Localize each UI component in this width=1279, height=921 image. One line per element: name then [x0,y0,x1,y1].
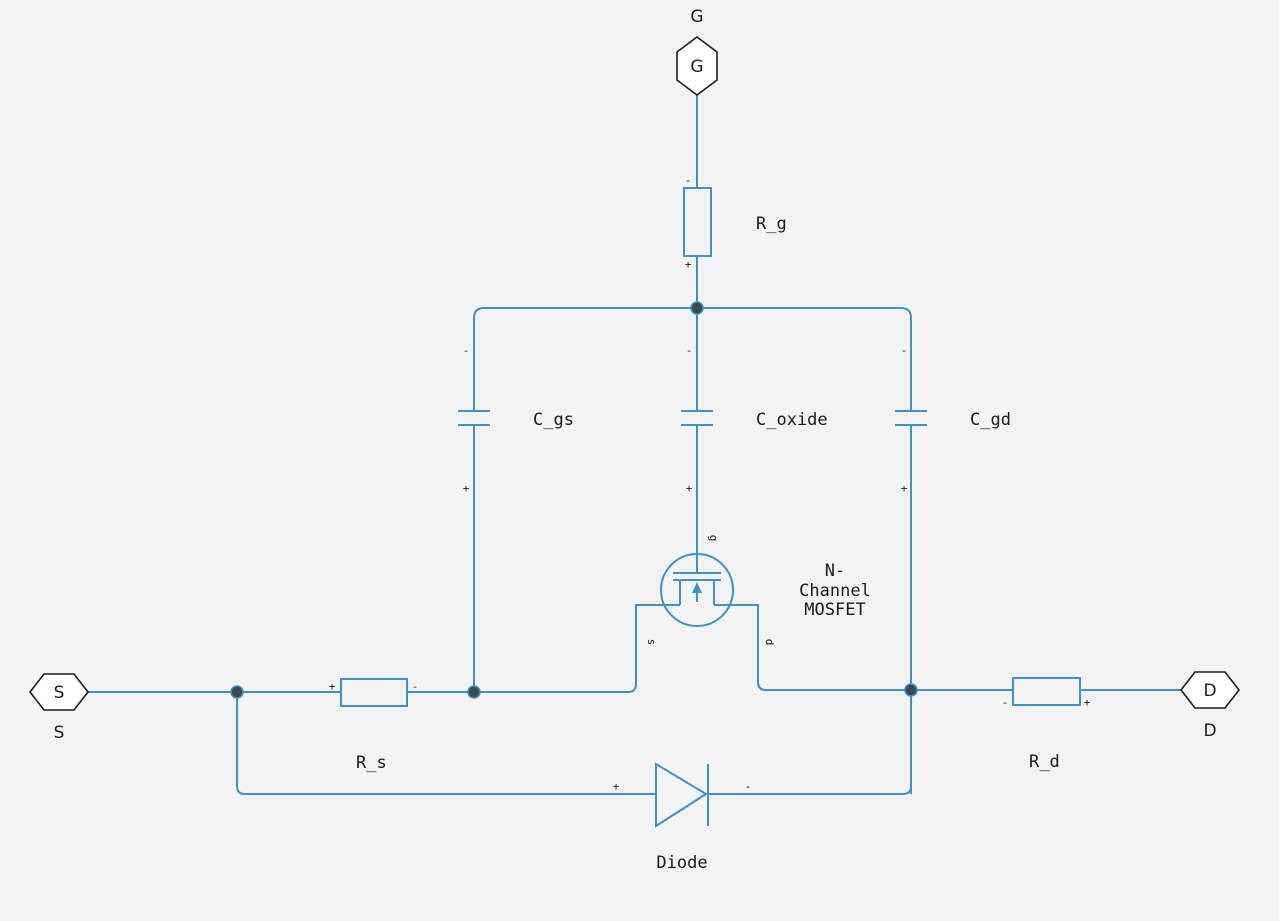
resistor-r-d-body[interactable] [1012,677,1081,706]
junction-gate-node[interactable] [690,301,704,315]
diode[interactable]: + - Diode [613,762,752,873]
mosfet-label-line-1: N- [825,561,845,581]
mosfet-pin-d: d [763,639,776,646]
diode-triangle[interactable] [655,762,708,828]
mosfet-label-line-3: MOSFET [804,600,865,620]
mosfet-arrow-icon [692,582,702,593]
capacitor-c-gs[interactable]: - + C_gs [458,344,574,495]
resistor-r-s-minus: - [412,680,419,693]
capacitor-c-oxide[interactable]: - + C_oxide [681,344,828,495]
wire-mosfet-d-to-drain-node[interactable] [714,604,911,691]
resistor-r-s-body[interactable] [340,678,408,707]
wires [88,95,1181,795]
mosfet-label-line-2: Channel [799,581,871,601]
diode-label: Diode [656,853,707,873]
wire-diode-anode[interactable] [236,692,656,795]
resistor-r-s-label: R_s [356,753,387,773]
wire-gate-rail-left[interactable] [473,307,697,411]
gate-port-label: G [690,7,703,27]
capacitor-c-gs-plus: + [463,482,470,495]
drain-port[interactable]: D D [1179,671,1241,741]
resistor-r-g[interactable]: - + R_g [683,174,787,271]
drain-port-hexagon[interactable] [1179,671,1241,709]
resistor-r-d-minus: - [1002,696,1009,709]
resistor-r-g-body[interactable] [683,187,712,257]
drain-port-symbol: D [1203,681,1216,701]
resistor-r-d[interactable]: - + R_d [1002,677,1091,772]
mosfet[interactable]: g s d N- Channel MOSFET [645,535,871,646]
source-port-label: S [54,723,65,743]
gate-port[interactable]: G G [676,7,718,96]
capacitor-c-gd-minus: - [901,344,908,357]
diode-plus: + [613,780,620,793]
junction-drain-node[interactable] [904,683,918,697]
mosfet-pin-g: g [707,535,720,542]
resistor-r-d-label: R_d [1029,752,1060,772]
resistor-r-s-plus: + [329,680,336,693]
source-port[interactable]: S S [28,673,90,743]
capacitor-c-gd[interactable]: - + C_gd [895,344,1011,495]
resistor-r-s[interactable]: + - R_s [329,678,419,773]
capacitor-c-gd-plus: + [901,482,908,495]
wire-diode-cathode[interactable] [708,785,912,795]
diode-minus: - [745,780,752,793]
mosfet-pin-s: s [645,639,658,646]
junction-input-node[interactable] [230,685,244,699]
capacitor-c-oxide-plus: + [686,482,693,495]
drain-port-label: D [1203,721,1216,741]
source-port-hexagon[interactable] [28,673,90,711]
wire-source-node-to-mosfet-s[interactable] [474,604,680,693]
capacitor-c-oxide-minus: - [686,344,693,357]
capacitor-c-gs-label: C_gs [533,410,574,430]
resistor-r-g-minus: - [685,174,692,187]
capacitor-c-gd-label: C_gd [970,410,1011,430]
capacitor-c-gs-minus: - [463,344,470,357]
resistor-r-g-label: R_g [756,214,787,234]
gate-port-symbol: G [690,57,703,77]
source-port-symbol: S [54,683,65,703]
junction-source-node[interactable] [467,685,481,699]
capacitor-c-oxide-label: C_oxide [756,410,828,430]
resistor-r-d-plus: + [1084,696,1091,709]
junction-nodes [230,301,918,699]
resistor-r-g-plus: + [685,258,692,271]
wire-gate-rail-right[interactable] [697,307,912,411]
gate-port-hexagon[interactable] [676,36,718,96]
